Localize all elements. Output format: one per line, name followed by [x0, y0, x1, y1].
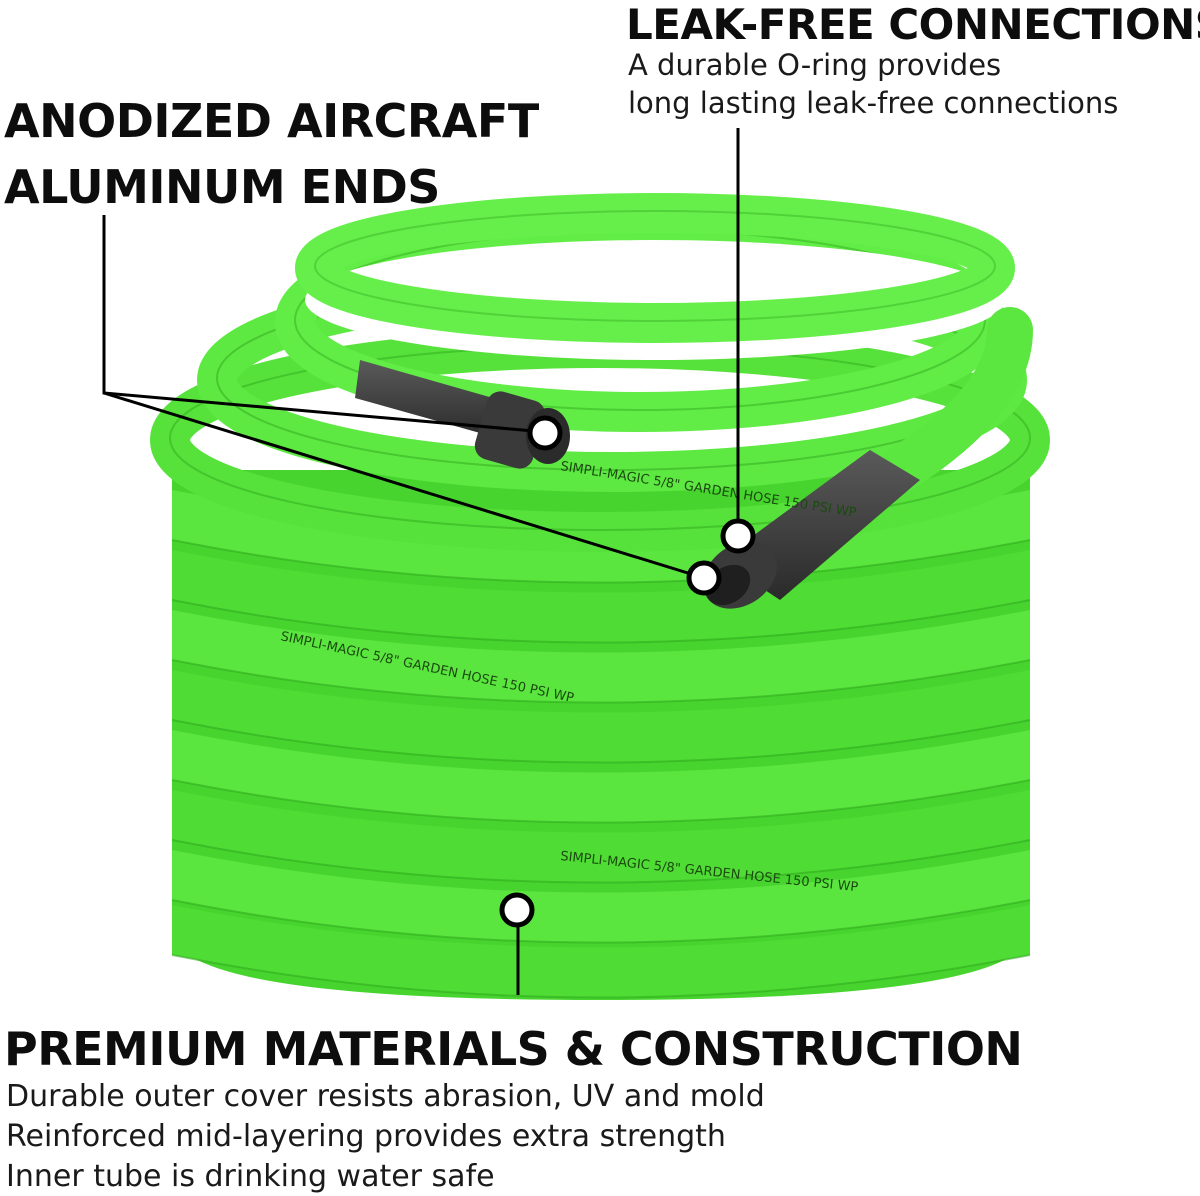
hose-coil-loop: [172, 670, 1030, 763]
hose-coil-crease: [171, 954, 1031, 999]
hose-coil-crease: [171, 899, 1031, 944]
premium-line-2: Reinforced mid-layering provides extra s…: [6, 1119, 726, 1154]
hose-coil-loop: [172, 610, 1030, 703]
premium-line-3: Inner tube is drinking water safe: [6, 1159, 495, 1194]
hose-coil-loop: [172, 730, 1030, 823]
leak-free-heading: LEAK-FREE CONNECTIONS: [626, 0, 1200, 49]
hose-coil-loop: [172, 550, 1030, 643]
leak-free-line-2: long lasting leak-free connections: [628, 86, 1119, 120]
hose-coil-crease: [171, 659, 1031, 704]
anodized-heading-line-2: ALUMINUM ENDS: [4, 160, 440, 214]
callout-dot-left-fitting: [527, 415, 563, 451]
hose-coil-crease: [171, 599, 1031, 644]
hose-coil-loop: [172, 850, 1030, 943]
hose-coil-crease: [171, 779, 1031, 824]
callout-dot-oring: [720, 518, 756, 554]
hose-coil-loop: [172, 790, 1030, 883]
hose-coil-loop: [172, 905, 1030, 998]
callout-dot-right-fitting: [686, 560, 722, 596]
hose-coil-stack: [171, 470, 1031, 1000]
callout-line-anodized-b: [103, 391, 705, 580]
hose-tail: [877, 307, 1033, 493]
anodized-heading-line-1: ANODIZED AIRCRAFT: [4, 94, 539, 148]
callout-lines: [102, 128, 740, 995]
callout-dot-hose-body: [499, 892, 535, 928]
hose-coil-crease: [171, 539, 1031, 584]
hose-upper-loops: [150, 193, 1050, 552]
leak-free-line-1: A durable O-ring provides: [628, 48, 1002, 82]
hose-coil-crease: [171, 839, 1031, 884]
callout-dots: [499, 415, 756, 928]
premium-line-1: Durable outer cover resists abrasion, UV…: [6, 1079, 765, 1114]
right-hose-fitting: [702, 450, 920, 609]
hose-coil-crease: [171, 719, 1031, 764]
premium-heading: PREMIUM MATERIALS & CONSTRUCTION: [4, 1022, 1023, 1076]
